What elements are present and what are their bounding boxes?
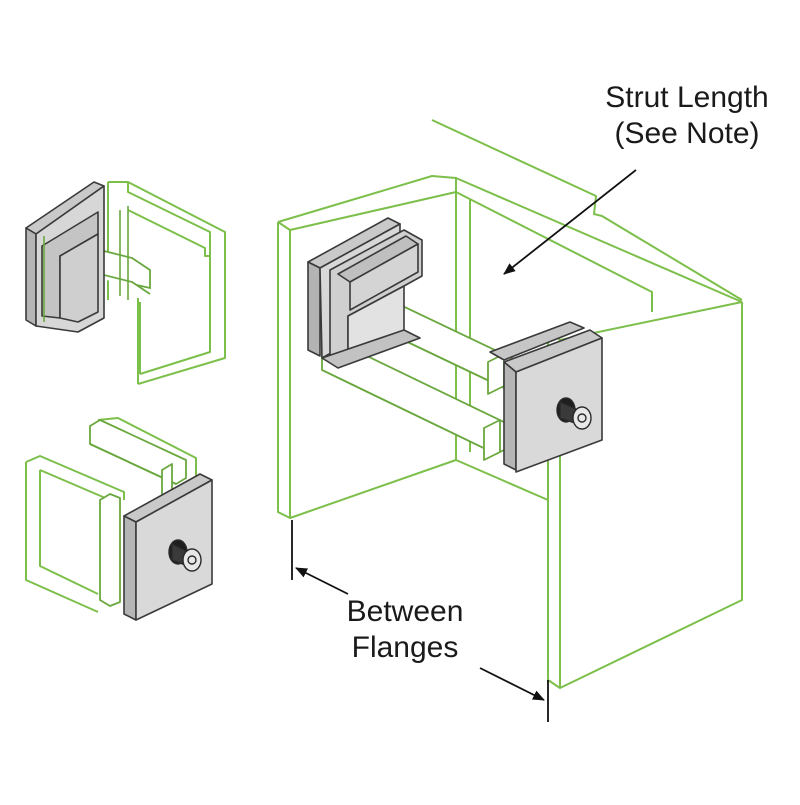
strut-length-line2: (See Note)	[614, 117, 760, 150]
left-end-clip	[307, 217, 423, 369]
dimension-leaders	[291, 169, 637, 722]
detail-channel-end-view	[25, 181, 226, 385]
main-channel-assembly	[277, 119, 743, 689]
hex-bolt-icon	[168, 539, 202, 572]
strut-length-label: Strut Length (See Note)	[572, 80, 800, 152]
hex-bolt-icon	[556, 397, 592, 430]
between-flanges-label: Between Flanges	[305, 594, 505, 666]
flange-left-arrow	[295, 567, 349, 595]
between-flanges-line1: Between	[346, 595, 464, 628]
strut-length-line1: Strut Length	[605, 81, 769, 114]
between-flanges-line2: Flanges	[351, 631, 459, 664]
right-end-plate	[489, 321, 603, 473]
strut-length-arrow	[503, 169, 637, 275]
flange-right-arrow	[479, 667, 545, 701]
detail-channel-side-view	[25, 417, 213, 621]
